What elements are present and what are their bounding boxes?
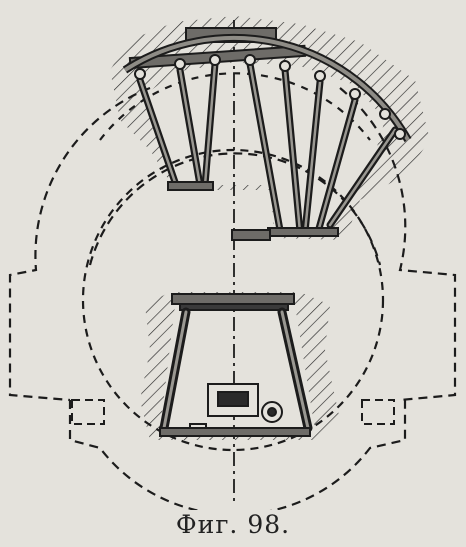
track-sleeper xyxy=(159,427,311,437)
lower-cap-beam xyxy=(171,293,295,311)
lower-legs-inner xyxy=(162,310,310,430)
tunnel-outline-dashed xyxy=(8,72,457,510)
upper-struts-inner xyxy=(138,62,397,234)
upper-sill-beams xyxy=(167,181,339,241)
lower-opening xyxy=(160,305,315,430)
mine-cart xyxy=(189,383,283,433)
arch-joint-bolts xyxy=(134,54,406,140)
tunnel-support-drawing xyxy=(8,16,457,510)
upper-arch-ribs-inner xyxy=(123,35,410,141)
side-footings xyxy=(71,399,395,425)
figure-caption: Фиг. 98. xyxy=(175,510,291,539)
